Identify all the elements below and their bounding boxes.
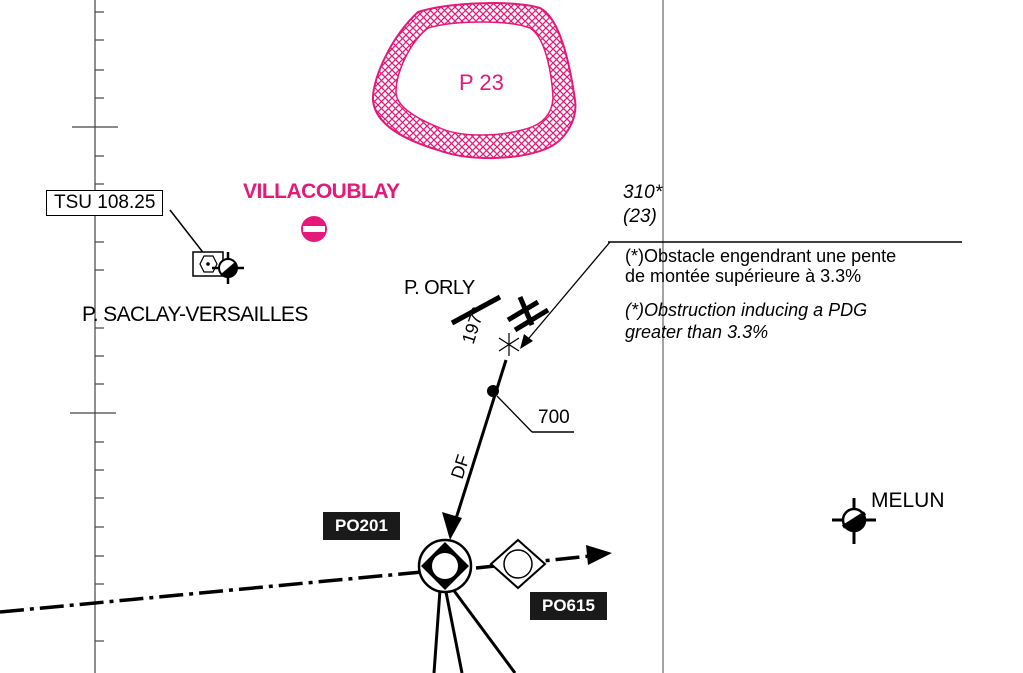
tsu-leader-line (169, 209, 206, 256)
obstacle-altitude: 310* (623, 182, 663, 203)
prohibited-area-p23-inner (395, 21, 554, 136)
po201-waypoint-icon (417, 538, 473, 594)
obstacle-arrow (523, 241, 611, 345)
navaid-box-label: TSU 108.25 (46, 190, 164, 216)
saclay-point-label: P. SACLAY-VERSAILLES (82, 303, 308, 326)
altitude-fix-dot (487, 385, 499, 397)
saclay-point-icon (212, 252, 244, 284)
po615-label: PO615 (530, 592, 607, 620)
departure-track-arrowhead (442, 512, 462, 540)
prohibited-area-label: P 23 (459, 70, 504, 95)
altitude-constraint: 700 (538, 407, 570, 428)
orly-runway-icon (450, 292, 550, 333)
obstacle-height: (23) (623, 206, 657, 227)
obstacle-note-en-2: greater than 3.3% (625, 322, 769, 342)
vor-dme-icon (192, 251, 224, 277)
po201-label: PO201 (323, 512, 400, 540)
airway-arrowhead (586, 545, 612, 565)
altitude-leader (496, 395, 533, 433)
obstacle-note-fr-1: (*)Obstacle engendrant une pente (625, 246, 897, 266)
aerodrome-name: VILLACOUBLAY (243, 180, 400, 203)
departure-track (452, 359, 508, 526)
graticule-left (70, 0, 118, 673)
obstacle-note-en-1: (*)Obstruction inducing a PDG (625, 300, 868, 320)
radial-lines (432, 587, 517, 673)
villacoublay-aerodrome-icon (301, 216, 327, 242)
obstacle-icon (498, 333, 520, 356)
po615-waypoint-icon (489, 538, 547, 590)
melun-point-label: MELUN (871, 489, 945, 512)
airway-line (0, 570, 423, 614)
orly-point-label: P. ORLY (404, 277, 475, 299)
obstacle-arrow-head (520, 334, 533, 349)
melun-point-icon (832, 498, 876, 544)
obstacle-note-fr-2: de montée supérieure à 3.3% (625, 266, 862, 286)
